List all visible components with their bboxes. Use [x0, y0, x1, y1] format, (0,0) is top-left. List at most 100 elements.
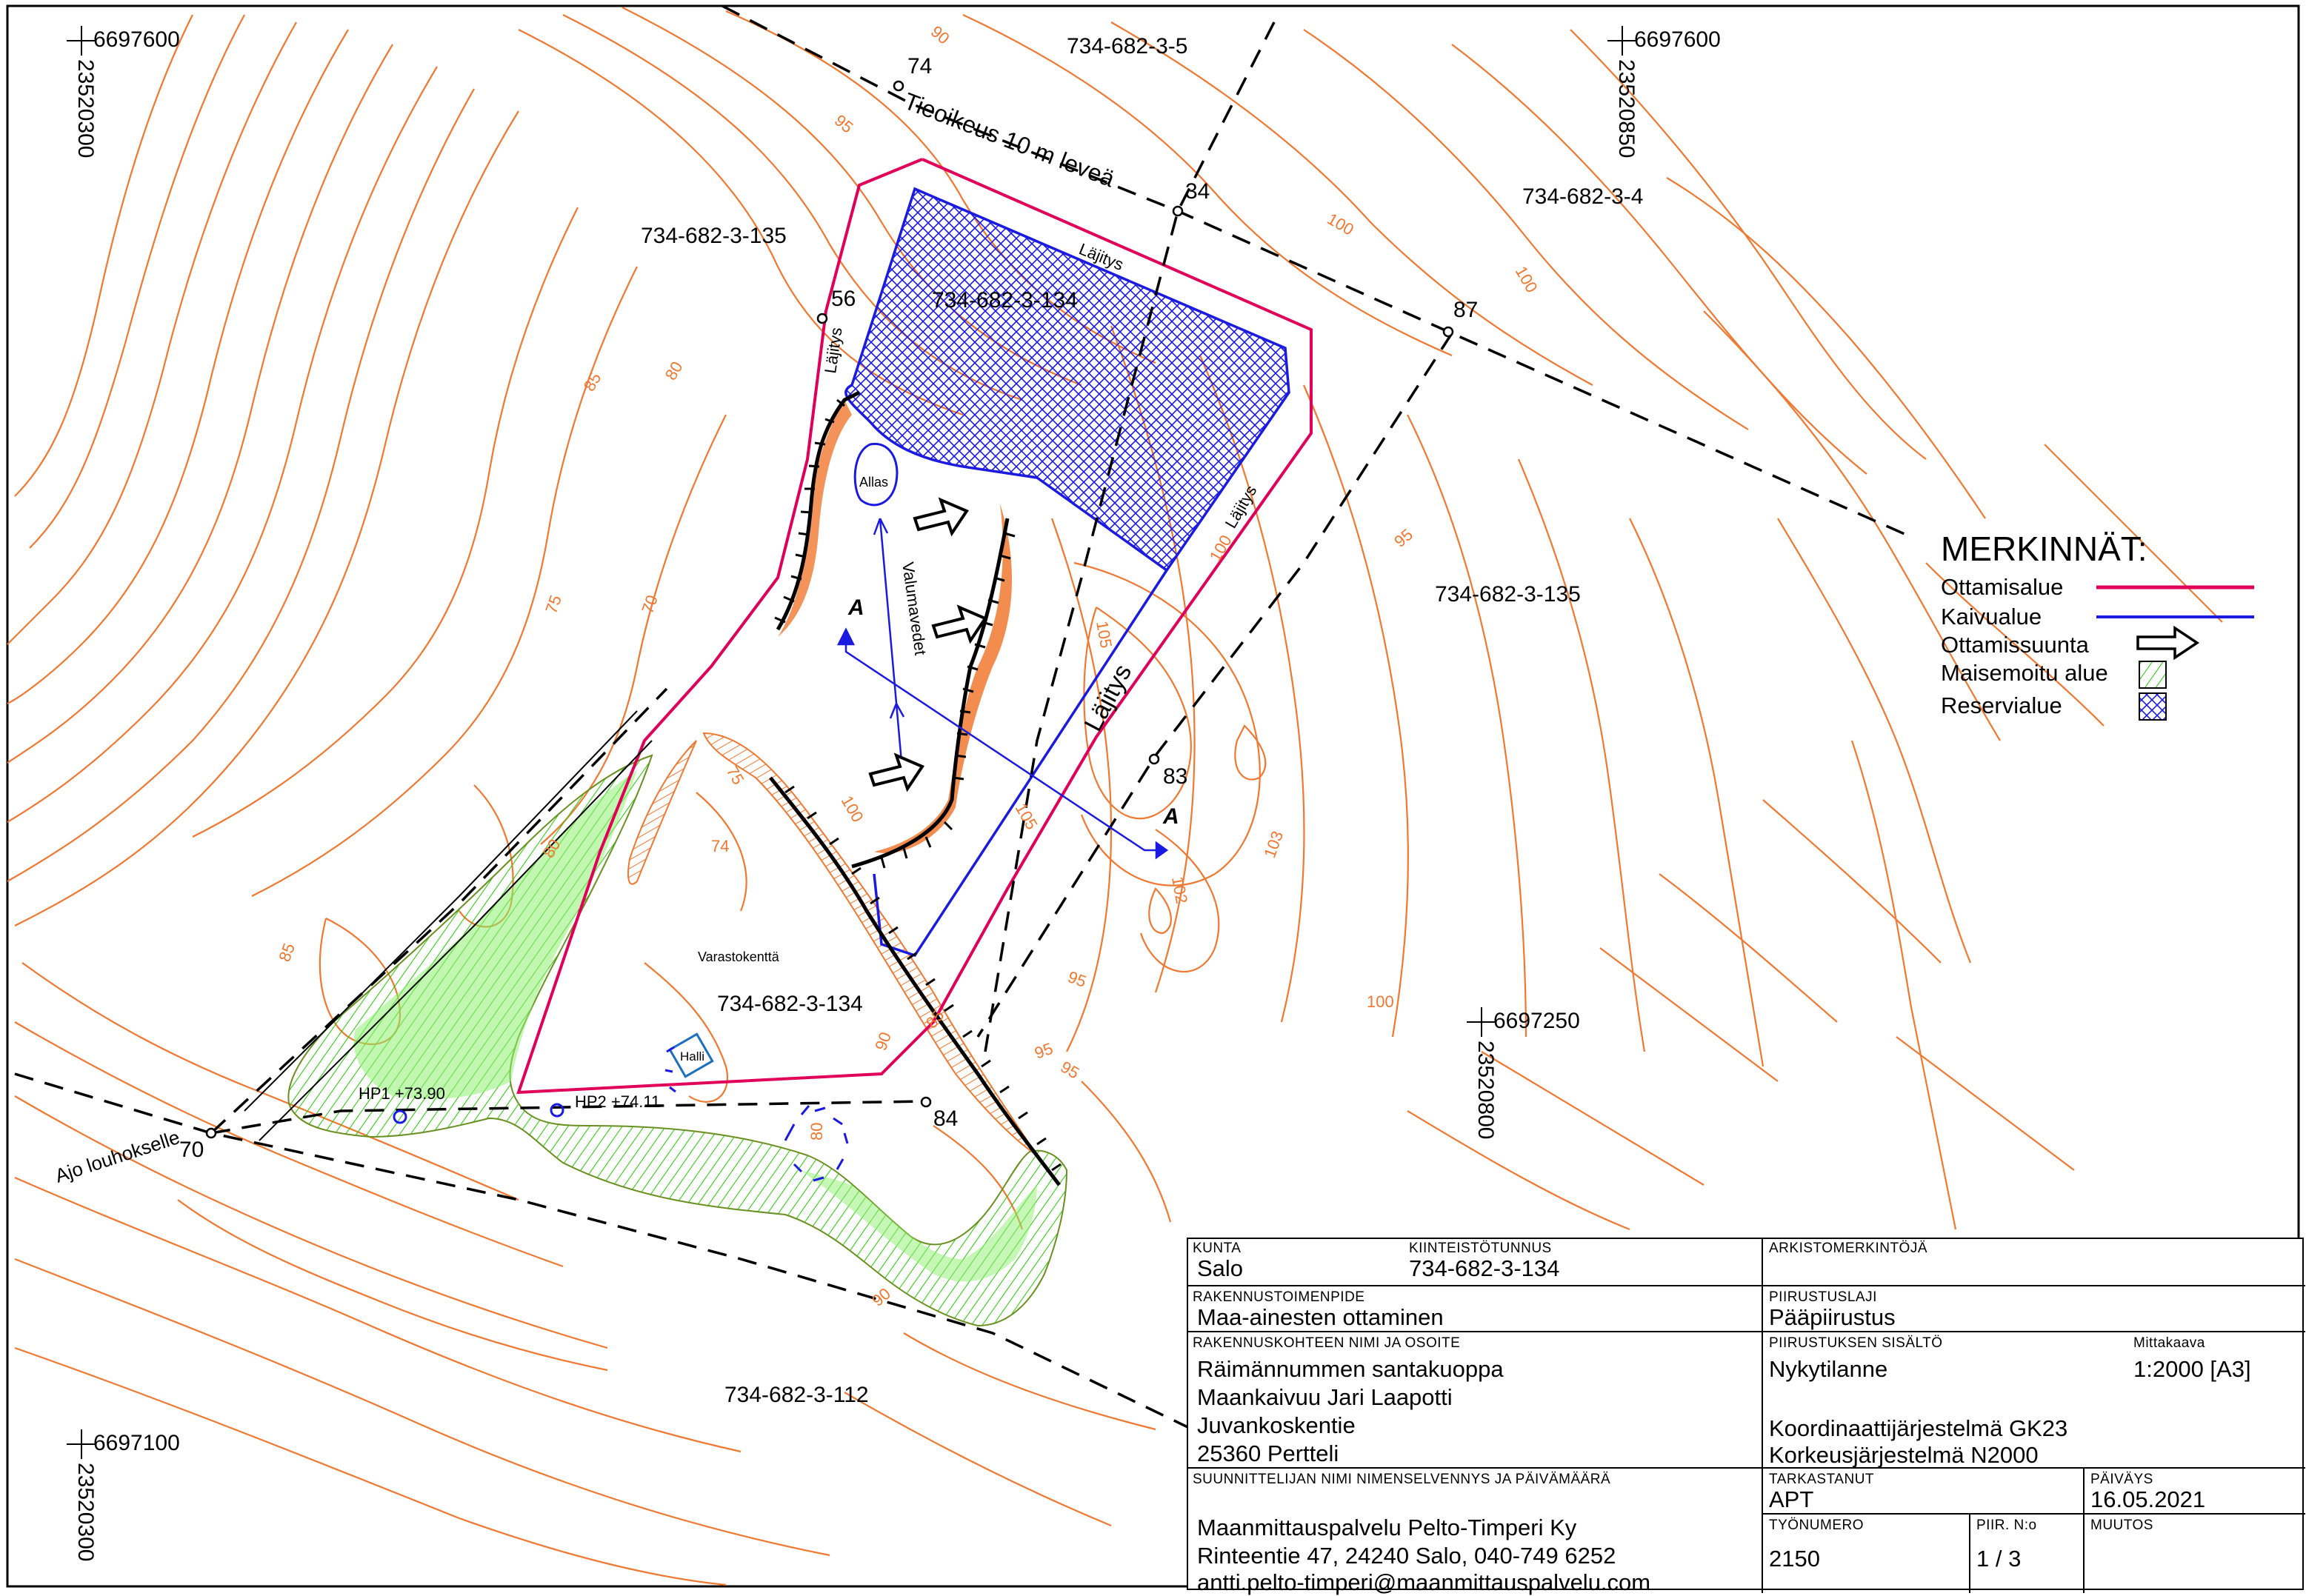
hydrant-point: [550, 1103, 564, 1118]
tb-cell-muutos: MUUTOS: [2083, 1513, 2305, 1593]
tb-value-kohde: Maankaivuu Jari Laapotti: [1197, 1384, 1453, 1410]
tb-cell-paivays: PÄIVÄYS 16.05.2021: [2083, 1467, 2305, 1515]
parcel-label: 734-682-3-134: [717, 992, 863, 1016]
blue-marks: [664, 1046, 849, 1182]
hp1-label: HP1 +73.90: [359, 1084, 445, 1103]
tb-value-suunnittelija: Maanmittauspalvelu Pelto-Timperi Ky: [1197, 1515, 1577, 1540]
section-marker: A: [847, 595, 864, 620]
contour-value: 100: [1324, 210, 1357, 239]
tb-value-suunnittelija: antti.pelto-timperi@maanmittauspalvelu.c…: [1197, 1569, 1651, 1595]
point-number: 84: [933, 1106, 958, 1131]
tb-cell-tyonumero: TYÖNUMERO 2150: [1762, 1513, 1970, 1593]
survey-points: [205, 80, 1454, 1139]
excavation-edge-ticks: [774, 398, 1062, 1172]
point-number: 34: [1185, 179, 1210, 204]
tb-cell-kohde: RAKENNUSKOHTEEN NIMI JA OSOITE Räimännum…: [1187, 1331, 1762, 1469]
tb-value-korkeusjarjestelma: Korkeusjärjestelmä N2000: [1769, 1442, 2039, 1468]
point-number: 56: [831, 287, 856, 311]
tb-cell-piirnro: PIIR. N:o 1 / 3: [1969, 1513, 2085, 1593]
coord-north-tr: 6697600: [1634, 27, 1721, 52]
tb-value-tarkastanut: APT: [1769, 1486, 1814, 1512]
access-road-label: Ajo louhokselle: [53, 1126, 183, 1187]
tb-value-piirustuslaji: Pääpiirustus: [1769, 1304, 1896, 1330]
tb-value-koordinaatisto: Koordinaattijärjestelmä GK23: [1769, 1415, 2068, 1441]
tb-label: PIIR. N:o: [1976, 1517, 2037, 1533]
contour-value: 70: [638, 592, 662, 616]
parcel-label: 734-682-3-5: [1067, 34, 1187, 59]
tb-value-mittakaava: 1:2000 [A3]: [2133, 1356, 2251, 1382]
title-block: KUNTA Salo KIINTEISTÖTUNNUS 734-682-3-13…: [1187, 1238, 2305, 1595]
hydrant-point: [393, 1109, 407, 1124]
excavation-edge: [769, 390, 1061, 1186]
runoff-label: Valumavedet: [899, 561, 930, 656]
coord-east-tl: 23520300: [73, 59, 98, 158]
hall-building: [668, 1032, 714, 1078]
legend: MERKINNÄT: Ottamisalue Kaivualue Ottamis…: [1941, 530, 2254, 721]
tb-value-toimenpide: Maa-ainesten ottaminen: [1197, 1304, 1444, 1330]
point-number: 83: [1163, 764, 1187, 789]
tb-value-sisalto: Nykytilanne: [1769, 1356, 1888, 1382]
legend-label-ottamissuunta: Ottamissuunta: [1941, 632, 2090, 658]
parcel-label: 734-682-3-135: [1435, 582, 1581, 607]
arrow-icon: [2136, 625, 2200, 661]
coord-east-tr: 23520850: [1614, 59, 1639, 158]
slope-embankment: [627, 400, 1038, 1156]
extraction-direction-arrows: [868, 497, 987, 792]
contour-value: 105: [1093, 620, 1116, 650]
pond: [853, 442, 899, 507]
tb-value-kohde: Juvankoskentie: [1197, 1412, 1356, 1438]
excavation-area-line: [873, 570, 1168, 958]
tb-label: MUUTOS: [2090, 1517, 2153, 1533]
coord-north-mr: 6697250: [1493, 1009, 1580, 1033]
legend-swatch-green: [2139, 661, 2167, 689]
contour-value: 74: [711, 837, 729, 855]
reserve-area: [844, 187, 1290, 572]
legend-label-reservialue: Reservialue: [1941, 692, 2062, 718]
parcel-label: 734-682-3-134: [932, 288, 1078, 313]
contour-value: 100: [1367, 992, 1394, 1011]
contour-value: 100: [1206, 532, 1236, 564]
legend-label-maisemoitu: Maisemoitu alue: [1941, 660, 2108, 686]
contour-value: 95: [1390, 525, 1416, 551]
tb-cell-sisalto: PIIRUSTUKSEN SISÄLTÖ Nykytilanne Mittaka…: [1762, 1331, 2305, 1469]
hall-label: Halli: [680, 1049, 704, 1064]
parcel-label: 734-682-3-135: [641, 224, 787, 248]
tb-label: KUNTA: [1193, 1241, 1242, 1256]
point-number: 87: [1453, 298, 1478, 322]
tb-cell-tarkastanut: TARKASTANUT APT: [1762, 1467, 2085, 1515]
tb-cell-kunta: KUNTA Salo KIINTEISTÖTUNNUS 734-682-3-13…: [1187, 1238, 1762, 1285]
contour-value: 80: [662, 358, 687, 384]
tb-cell-piirustuslaji: PIIRUSTUSLAJI Pääpiirustus: [1762, 1285, 2305, 1332]
point-number: 74: [907, 54, 932, 79]
contour-value: 95: [1032, 1039, 1056, 1063]
tb-value-suunnittelija: Rinteentie 47, 24240 Salo, 040-749 6252: [1197, 1543, 1616, 1569]
tb-value-paivays: 16.05.2021: [2090, 1486, 2206, 1512]
tb-value-kunta: Salo: [1197, 1255, 1244, 1281]
contour-value: 95: [1058, 1058, 1083, 1083]
storage-field-label: Varastokenttä: [698, 949, 780, 964]
point-number: 70: [179, 1138, 204, 1162]
dump-label: Läjitys: [1079, 660, 1138, 736]
contour-value: 85: [580, 370, 605, 395]
tb-label: PIIRUSTUSLAJI: [1769, 1289, 1877, 1305]
section-line: [836, 627, 1169, 860]
tb-cell-toimenpide: RAKENNUSTOIMENPIDE Maa-ainesten ottamine…: [1187, 1285, 1762, 1332]
contour-value: 90: [871, 1029, 895, 1053]
road-edges: [244, 710, 653, 1141]
landscaped-area: [287, 754, 1068, 1327]
legend-swatch-blue: [2139, 692, 2167, 721]
contour-value: 90: [868, 1284, 894, 1310]
contour-value: 100: [1512, 263, 1542, 296]
map-frame: [6, 4, 2300, 1588]
hp2-label: HP2 +74.11: [575, 1092, 660, 1111]
tb-label: PÄIVÄYS: [2090, 1472, 2153, 1487]
tb-value-kohde: Räimännummen santakuoppa: [1197, 1356, 1504, 1382]
coord-north-tl: 6697600: [93, 27, 180, 52]
tb-value-tyonumero: 2150: [1769, 1546, 1820, 1572]
tb-label: RAKENNUSKOHTEEN NIMI JA OSOITE: [1193, 1335, 1461, 1351]
runoff-arrow: [873, 518, 905, 771]
road-right-label: Tieoikeus 10 m leveä: [900, 87, 1118, 193]
contour-value: 105: [1012, 800, 1042, 832]
coordinate-crosses: [67, 26, 1637, 1459]
